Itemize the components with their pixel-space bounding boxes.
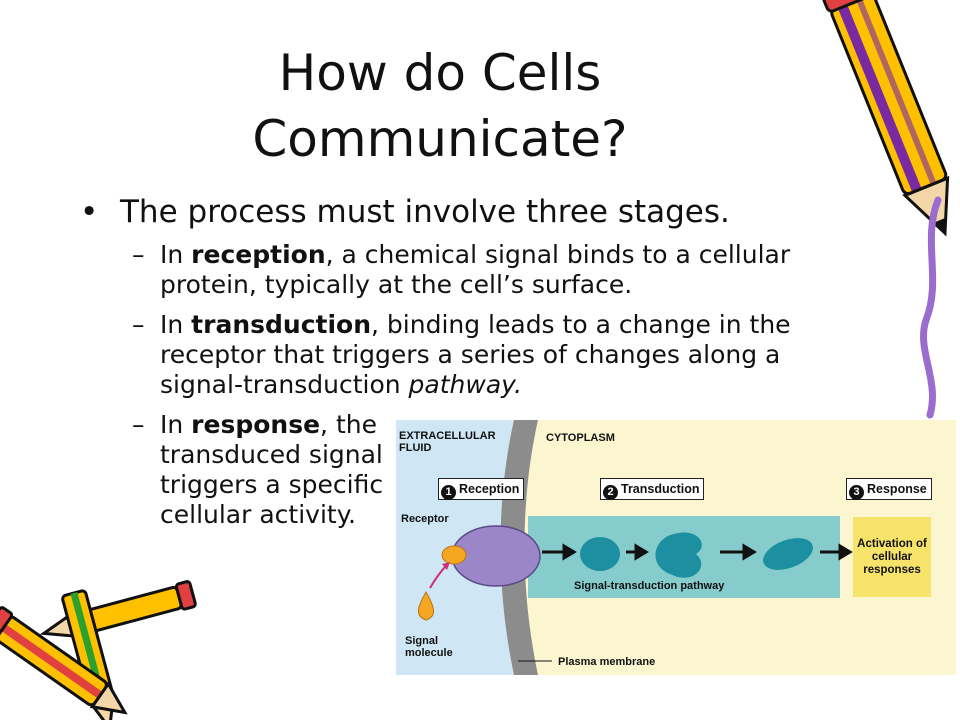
- cytoplasm-label: CYTOPLASM: [546, 432, 615, 444]
- text-run: , the transduced signal triggers a speci…: [160, 410, 384, 529]
- text-run: In: [160, 410, 192, 439]
- pencils-bottom-left-icon: [0, 580, 197, 720]
- relay-molecule-2: [655, 532, 702, 578]
- extracellular-label: EXTRACELLULAR FLUID: [399, 430, 496, 454]
- response-text: Activation of cellular responses: [857, 537, 927, 576]
- stage-label: Response: [867, 482, 927, 496]
- term-transduction: transduction: [191, 310, 372, 339]
- term-reception: reception: [191, 240, 326, 269]
- diagram-artwork: [396, 420, 956, 675]
- dash-glyph: –: [132, 240, 145, 269]
- receptor-label: Receptor: [401, 513, 449, 525]
- text-run: In: [160, 240, 192, 269]
- sub-bullet-text: In transduction, binding leads to a chan…: [160, 310, 860, 400]
- signal-bound: [441, 545, 467, 565]
- sub-bullet-text: In response, the transduced signal trigg…: [160, 410, 410, 530]
- signal-molecule-shape: [418, 590, 434, 621]
- text-run: In: [160, 310, 192, 339]
- term-response: response: [191, 410, 321, 439]
- pathway-label: Signal-transduction pathway: [574, 580, 725, 592]
- dash-glyph: –: [132, 410, 145, 439]
- text-run: , binding leads to a change in the recep…: [160, 310, 791, 399]
- pathway-arrows: [542, 543, 853, 561]
- dash-glyph: –: [132, 310, 145, 339]
- plasma-membrane-label: Plasma membrane: [558, 656, 656, 668]
- stage-number-icon: 2: [603, 485, 618, 500]
- response-box: Activation of cellular responses: [853, 517, 931, 597]
- stage-label: Reception: [459, 482, 520, 496]
- stage-number-icon: 3: [849, 485, 864, 500]
- text-run: , a chemical signal binds to a cellular …: [160, 240, 791, 299]
- slide-title: How do Cells Communicate?: [252, 44, 628, 168]
- signal-molecule-label: Signal molecule: [405, 635, 453, 659]
- stage-number-icon: 1: [441, 485, 456, 500]
- stage-label: Transduction: [621, 482, 700, 496]
- binding-arrow: [429, 565, 447, 589]
- term-pathway: pathway.: [408, 370, 522, 399]
- bullet-glyph: •: [80, 194, 99, 230]
- relay-molecule-3: [763, 538, 813, 570]
- pencil-top-right-icon: [822, 0, 950, 419]
- sub-bullet-text: In reception, a chemical signal binds to…: [160, 240, 860, 300]
- relay-molecule-1: [580, 537, 620, 571]
- main-bullet-text: The process must involve three stages.: [120, 194, 730, 230]
